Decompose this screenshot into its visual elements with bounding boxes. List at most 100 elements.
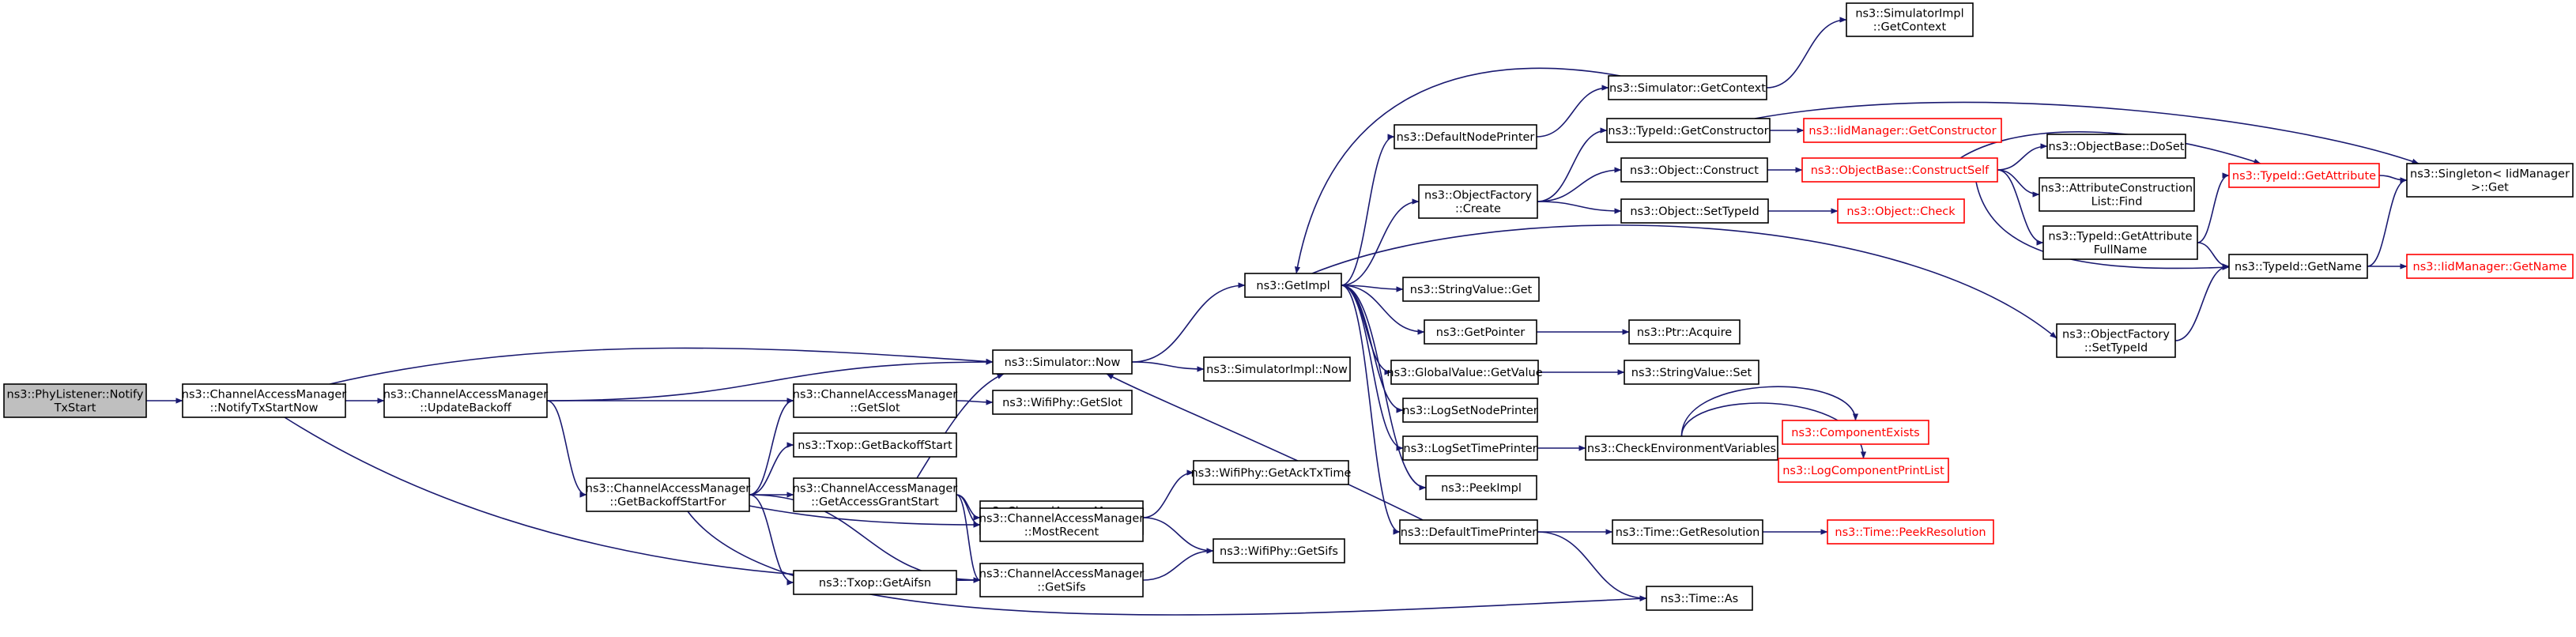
function-node-sim-now[interactable]: ns3::Simulator::Now: [992, 349, 1133, 375]
function-node-string-value-get[interactable]: ns3::StringValue::Get: [1402, 277, 1540, 302]
function-node-get-slot[interactable]: ns3::ChannelAccessManager::GetSlot: [793, 383, 958, 418]
function-node-update-backoff[interactable]: ns3::ChannelAccessManager::UpdateBackoff: [383, 383, 549, 418]
function-node-check-env-vars[interactable]: ns3::CheckEnvironmentVariables: [1585, 435, 1778, 461]
function-node-time-as[interactable]: ns3::Time::As: [1646, 586, 1753, 611]
node-box: [2046, 134, 2186, 159]
call-edge-constructSelf-to-attrConstructionListFind: [1997, 169, 2040, 198]
node-label: ns3::TypeId::GetConstructor: [1608, 125, 1768, 138]
function-node-time-get-resolution[interactable]: ns3::Time::GetResolution: [1612, 519, 1763, 545]
function-node-string-value-set[interactable]: ns3::StringValue::Set: [1624, 360, 1759, 385]
function-node-most-recent[interactable]: ns3::ChannelAccessManager::MostRecent: [979, 507, 1145, 542]
node-label: ns3::Simulator::GetContext: [1609, 82, 1766, 95]
function-node-singleton-get[interactable]: ns3::Singleton< IidManager>::Get: [2406, 163, 2574, 198]
node-label: ns3::IidManager::GetConstructor: [1808, 125, 1996, 138]
function-node-component-exists[interactable]: ns3::ComponentExists: [1782, 420, 1929, 445]
node-box: [1425, 475, 1537, 500]
node-label: ns3::LogSetTimePrinter: [1403, 443, 1537, 455]
node-label: ns3::LogComponentPrintList: [1782, 465, 1944, 477]
function-node-log-set-node-printer[interactable]: ns3::LogSetNodePrinter: [1402, 398, 1538, 423]
function-node-sim-impl-get-context[interactable]: ns3::SimulatorImpl::GetContext: [1846, 2, 1974, 37]
node-label: ns3::TypeId::GetAttribute: [2232, 170, 2376, 183]
function-node-get-sifs[interactable]: ns3::ChannelAccessManager::GetSifs: [979, 563, 1145, 597]
call-edge-getAccessGrantStart-to-simNow: [916, 373, 1005, 479]
function-node-root[interactable]: ns3::PhyListener::NotifyTxStart: [3, 383, 147, 418]
call-edge-typeIdGetAttributeFullName-to-typeIdGetAttribute: [2197, 172, 2230, 243]
call-edge-getAccessGrantStart-to-getSifs: [956, 494, 981, 583]
node-label: ns3::Txop::GetBackoffStart: [798, 439, 952, 452]
function-node-object-construct[interactable]: ns3::Object::Construct: [1620, 157, 1768, 183]
node-box: [1418, 184, 1538, 219]
function-node-wifi-get-ack-tx-time[interactable]: ns3::WifiPhy::GetAckTxTime: [1191, 460, 1352, 485]
function-node-txop-get-aifsn[interactable]: ns3::Txop::GetAifsn: [793, 570, 957, 595]
call-edge-getEifsNoDifs-to-wifiGetAckTxTime: [1142, 469, 1194, 518]
function-node-txop-get-backoff-start[interactable]: ns3::Txop::GetBackoffStart: [793, 432, 957, 458]
function-node-object-set-type-id[interactable]: ns3::Object::SetTypeId: [1620, 198, 1769, 224]
node-label: ::UpdateBackoff: [420, 402, 512, 415]
function-node-default-time-printer[interactable]: ns3::DefaultTimePrinter: [1399, 519, 1538, 545]
function-node-object-factory-create[interactable]: ns3::ObjectFactory::Create: [1418, 184, 1538, 219]
node-label: ::GetSlot: [850, 402, 900, 415]
node-label: ns3::ChannelAccessManager: [383, 389, 549, 401]
node-box: [1801, 157, 1998, 183]
call-edge-constructSelf-to-typeIdGetAttribute: [1959, 131, 2261, 164]
function-node-get-access-grant-start[interactable]: ns3::ChannelAccessManager::GetAccessGran…: [793, 477, 958, 512]
function-node-type-id-get-constructor[interactable]: ns3::TypeId::GetConstructor: [1606, 118, 1771, 143]
function-node-wifi-get-sifs[interactable]: ns3::WifiPhy::GetSifs: [1213, 538, 1345, 564]
function-node-notify-tx-start-now[interactable]: ns3::ChannelAccessManager::NotifyTxStart…: [182, 383, 347, 418]
node-label: ::GetContext: [1873, 21, 1947, 34]
function-node-wifi-get-slot[interactable]: ns3::WifiPhy::GetSlot: [992, 390, 1133, 415]
node-box: [1606, 118, 1771, 143]
function-node-iid-get-name[interactable]: ns3::IidManager::GetName: [2406, 254, 2574, 279]
call-edge-simNow-to-simImplNow: [1131, 361, 1205, 372]
node-label: >::Get: [2471, 182, 2509, 194]
call-edge-getBackoffStartFor-to-txopGetAifsn: [749, 494, 794, 586]
node-label: ns3::ChannelAccessManager: [586, 483, 751, 496]
function-node-object-base-do-set[interactable]: ns3::ObjectBase::DoSet: [2046, 134, 2186, 159]
function-node-log-set-time-printer[interactable]: ns3::LogSetTimePrinter: [1402, 435, 1538, 461]
function-node-global-value-get-value[interactable]: ns3::GlobalValue::GetValue: [1386, 360, 1543, 385]
call-edge-getImpl-to-logSetNodePrinter: [1341, 285, 1404, 413]
call-edge-objectFactoryCreate-to-typeIdGetConstructor: [1537, 127, 1608, 202]
node-box: [182, 383, 346, 418]
node-box: [992, 349, 1133, 375]
node-label: ns3::PhyListener::Notify: [7, 389, 144, 401]
function-node-sim-impl-now[interactable]: ns3::SimulatorImpl::Now: [1203, 356, 1351, 382]
call-edge-typeIdGetAttribute-to-singletonGet: [2378, 175, 2408, 183]
node-box: [793, 383, 957, 418]
function-node-object-factory-set-type-id[interactable]: ns3::ObjectFactory::SetTypeId: [2056, 323, 2176, 358]
call-edge-getImpl-to-objectFactorySetTypeId: [1311, 224, 2057, 339]
function-node-default-node-printer[interactable]: ns3::DefaultNodePrinter: [1394, 124, 1537, 149]
node-label: ns3::ObjectBase::DoSet: [2049, 141, 2185, 153]
function-node-type-id-get-name[interactable]: ns3::TypeId::GetName: [2228, 254, 2368, 279]
function-node-ptr-acquire[interactable]: ns3::Ptr::Acquire: [1628, 319, 1741, 345]
call-edge-defaultNodePrinter-to-simGetContext: [1536, 85, 1609, 138]
function-node-sim-get-context[interactable]: ns3::Simulator::GetContext: [1608, 75, 1767, 100]
function-node-get-impl[interactable]: ns3::GetImpl: [1244, 273, 1342, 298]
call-edge-simGetContext-to-simImplGetContext: [1766, 17, 1847, 89]
node-box: [992, 390, 1133, 415]
call-edge-objectFactoryCreate-to-objectConstruct: [1537, 167, 1622, 202]
function-node-peek-impl[interactable]: ns3::PeekImpl: [1425, 475, 1537, 500]
node-label: ::SetTypeId: [2084, 342, 2148, 355]
node-box: [793, 570, 957, 595]
function-node-type-id-get-attribute[interactable]: ns3::TypeId::GetAttribute: [2228, 163, 2380, 188]
call-edge-constructSelf-to-objectBaseDoSet: [1997, 143, 2048, 171]
function-node-object-check[interactable]: ns3::Object::Check: [1837, 198, 1965, 224]
function-nodes: ns3::PhyListener::NotifyTxStartns3::Chan…: [3, 2, 2574, 611]
node-box: [1394, 124, 1537, 149]
node-label: ns3::StringValue::Set: [1631, 367, 1752, 379]
function-node-construct-self[interactable]: ns3::ObjectBase::ConstructSelf: [1801, 157, 1998, 183]
node-box: [2406, 163, 2574, 198]
node-label: ns3::Txop::GetAifsn: [819, 577, 931, 590]
node-label: FullName: [2094, 244, 2148, 257]
function-node-log-component-print-list[interactable]: ns3::LogComponentPrintList: [1778, 458, 1949, 483]
call-edge-objectFactoryCreate-to-objectSetTypeId: [1537, 201, 1622, 214]
function-node-iid-get-constructor[interactable]: ns3::IidManager::GetConstructor: [1803, 118, 2002, 143]
function-node-get-backoff-start-for[interactable]: ns3::ChannelAccessManager::GetBackoffSta…: [586, 477, 751, 512]
node-label: ns3::TypeId::GetName: [2235, 261, 2362, 273]
function-node-time-peek-resolution[interactable]: ns3::Time::PeekResolution: [1827, 519, 1994, 545]
function-node-get-pointer[interactable]: ns3::GetPointer: [1424, 319, 1537, 345]
